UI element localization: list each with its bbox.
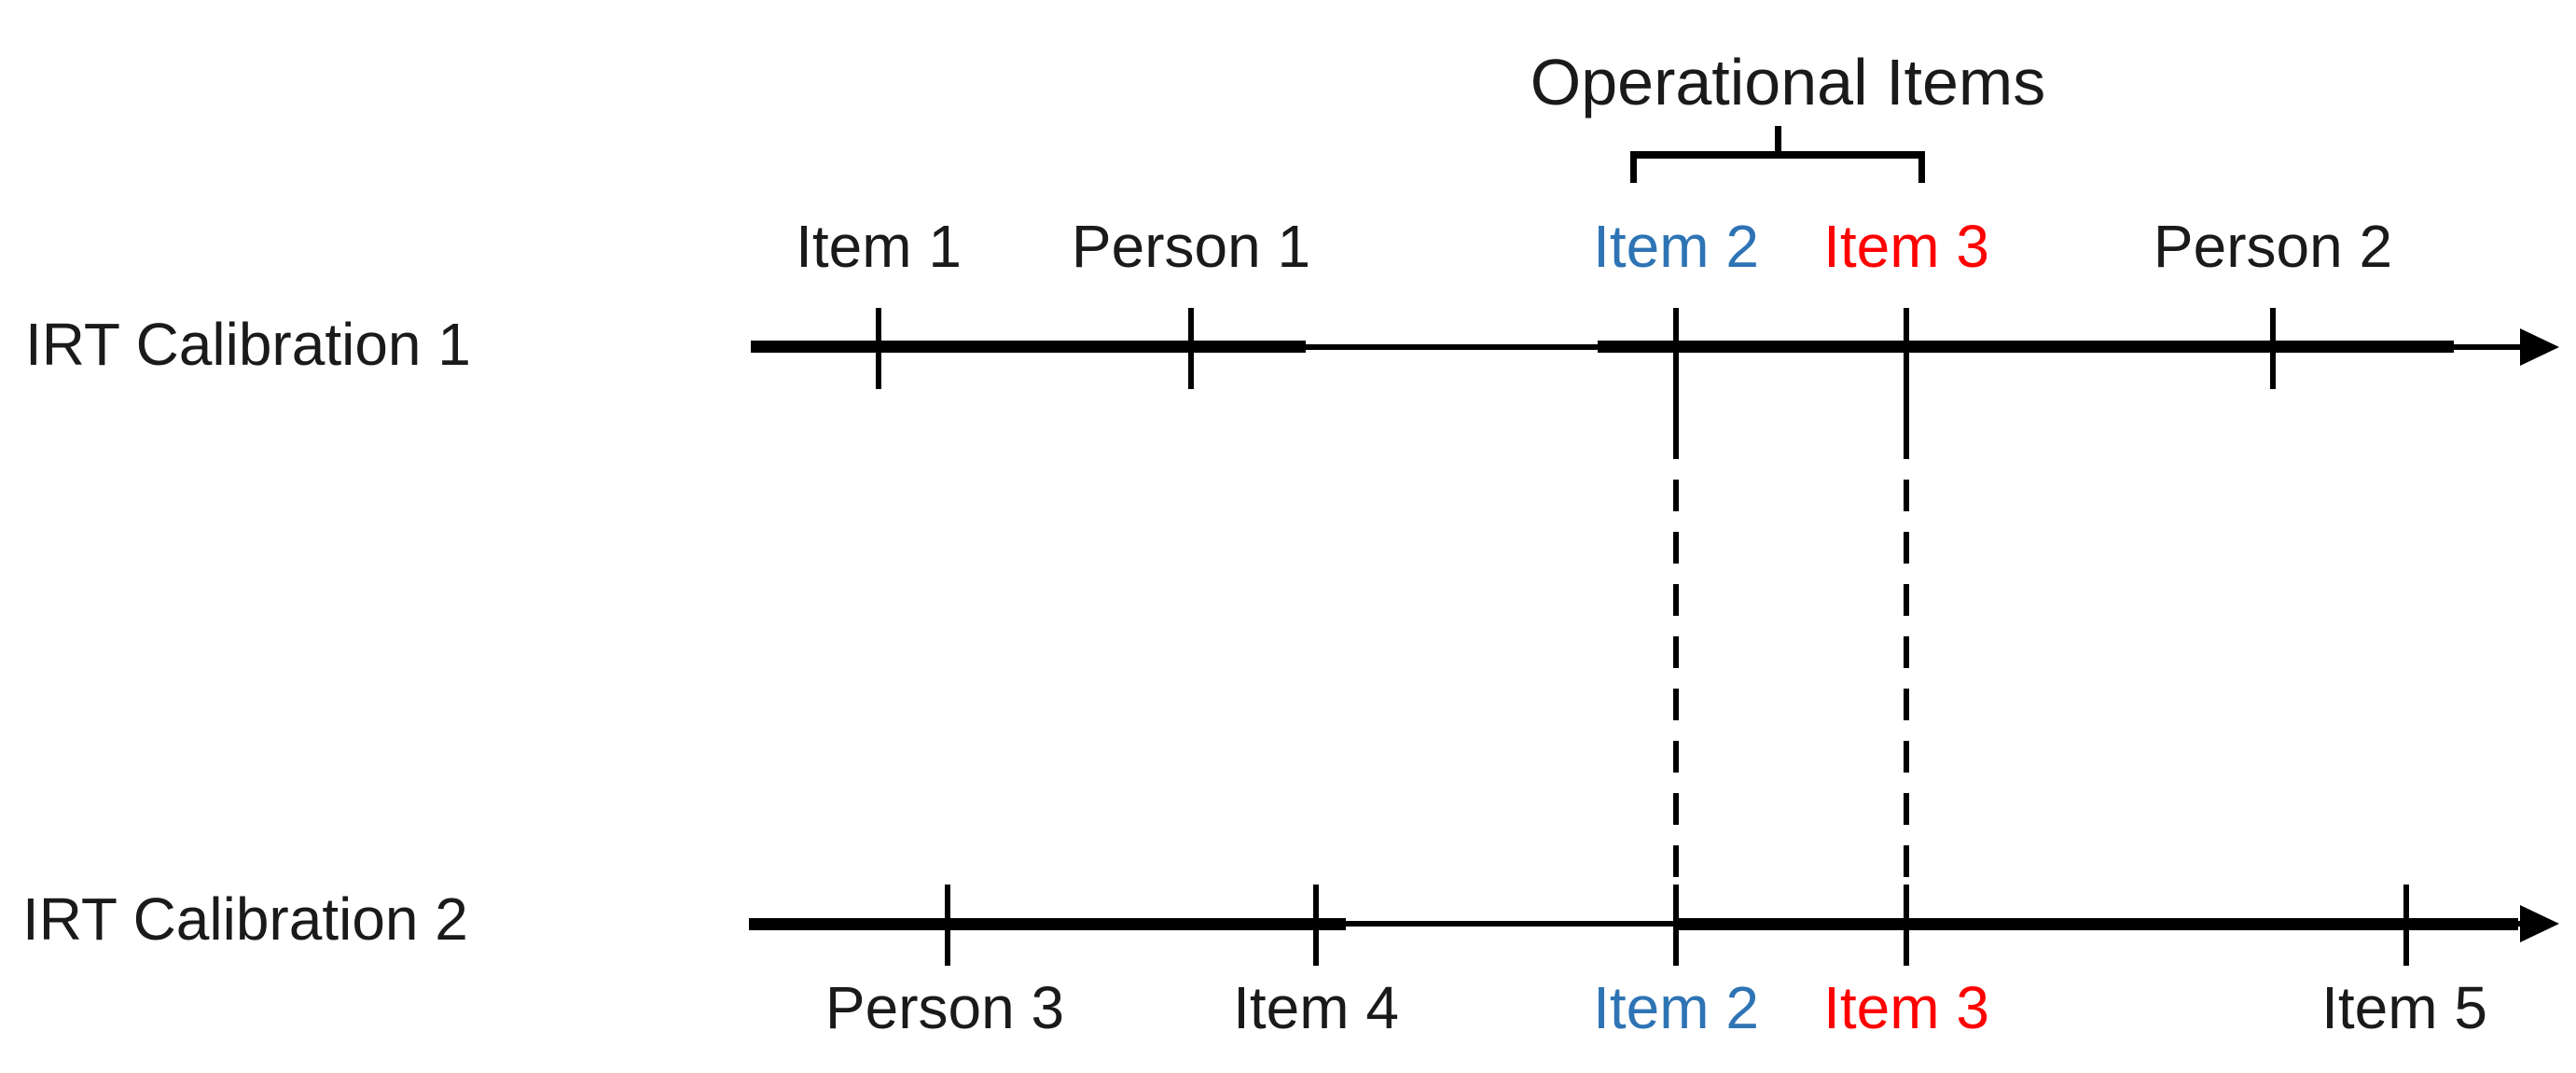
calibration2-item3-label: Item 3 xyxy=(1823,974,1989,1041)
calibration1-person1-tick xyxy=(1188,308,1194,389)
operational-items-title: Operational Items xyxy=(1530,46,2046,118)
calibration2-axis-line xyxy=(749,921,2529,927)
bracket-right-drop xyxy=(1918,151,1925,183)
calibration2-item4-tick xyxy=(1313,885,1319,966)
calibration2-item5-label: Item 5 xyxy=(2321,974,2487,1041)
calibration1-arrowhead-icon xyxy=(2520,328,2559,366)
calibration1-thick-segment-right xyxy=(1598,341,2454,353)
calibration2-item2-label: Item 2 xyxy=(1593,974,1759,1041)
bracket-bar xyxy=(1630,151,1925,159)
calibration1-item2-tick xyxy=(1673,308,1679,427)
bracket-left-drop xyxy=(1630,151,1637,183)
calibration2-item3-tick xyxy=(1904,885,1909,966)
calibration2-item4-label: Item 4 xyxy=(1233,974,1399,1041)
calibration2-axis-label: IRT Calibration 2 xyxy=(22,885,468,953)
calibration1-item1-label: Item 1 xyxy=(796,213,962,280)
calibration2-arrowhead-icon xyxy=(2520,905,2559,942)
item3-link-dashed-line xyxy=(1904,427,1909,885)
bracket-stem xyxy=(1775,126,1781,157)
calibration1-person1-label: Person 1 xyxy=(1071,213,1311,280)
calibration1-item3-tick xyxy=(1904,308,1909,427)
calibration1-thick-segment-left xyxy=(751,341,1306,353)
calibration1-person2-label: Person 2 xyxy=(2153,213,2393,280)
calibration2-thick-segment-left xyxy=(749,918,1346,930)
calibration2-person3-label: Person 3 xyxy=(824,974,1065,1041)
calibration1-person2-tick xyxy=(2270,308,2276,389)
calibration1-item1-tick xyxy=(876,308,881,389)
calibration1-item3-label: Item 3 xyxy=(1823,213,1989,280)
item2-link-dashed-line xyxy=(1673,427,1679,885)
calibration1-axis-label: IRT Calibration 1 xyxy=(25,311,471,378)
calibration2-item5-tick xyxy=(2403,885,2409,966)
calibration1-item2-label: Item 2 xyxy=(1593,213,1759,280)
calibration2-person3-tick xyxy=(945,885,950,966)
calibration2-item2-tick xyxy=(1673,885,1679,966)
calibration2-thick-segment-right xyxy=(1676,918,2518,930)
